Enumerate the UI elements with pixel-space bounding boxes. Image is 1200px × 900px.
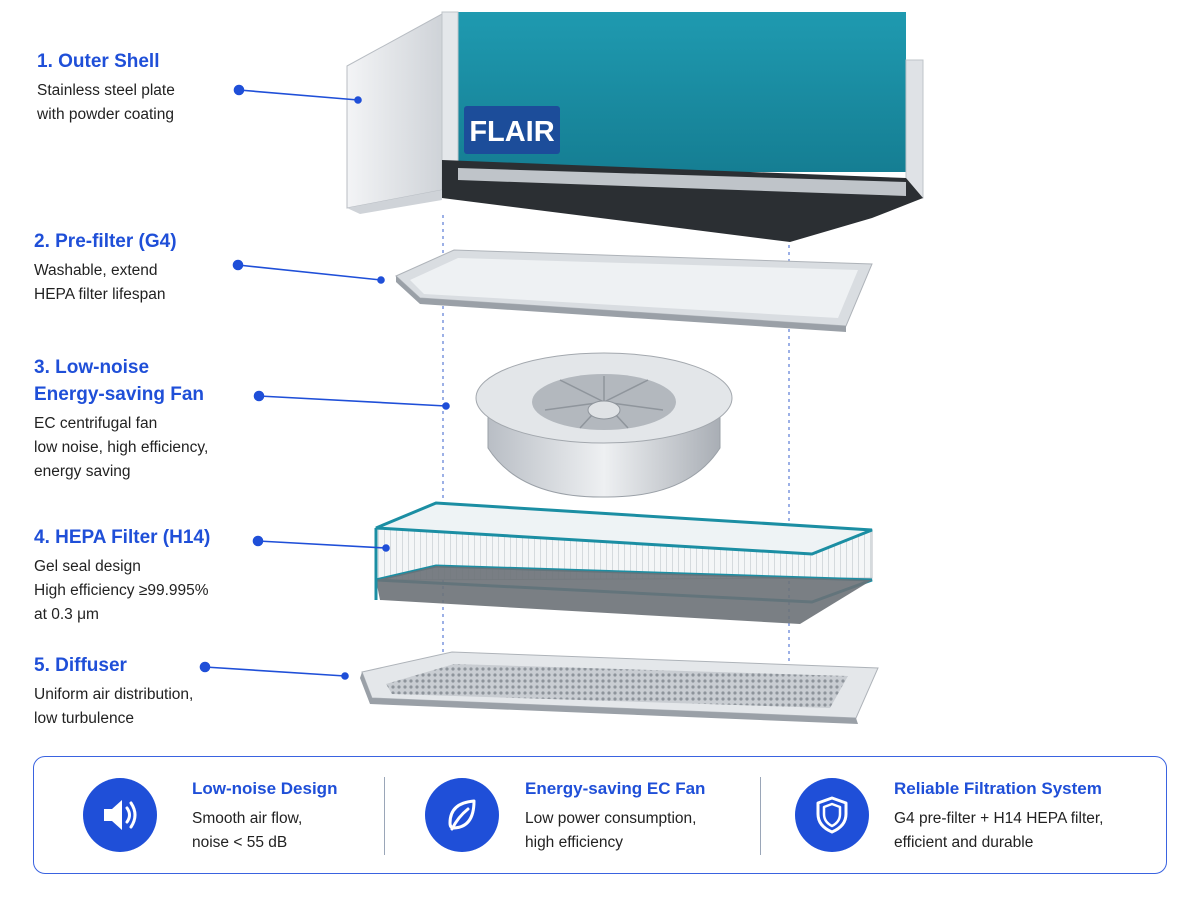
callout-outer-shell: 1. Outer Shell Stainless steel plate wit… xyxy=(37,48,297,127)
feature-energy-saving: Energy-saving EC Fan Low power consumpti… xyxy=(385,757,760,873)
hepa-filter-illustration xyxy=(374,501,873,624)
shield-icon xyxy=(795,778,869,852)
diffuser-illustration xyxy=(360,651,879,724)
speaker-icon xyxy=(83,778,157,852)
feature-divider xyxy=(760,777,761,855)
brand-logo: FLAIR xyxy=(469,116,554,148)
callout-fan: 3. Low-noise Energy-saving Fan EC centri… xyxy=(34,354,294,484)
exploded-diagram: FLAIR xyxy=(199,11,924,724)
callout-title: 2. Pre-filter (G4) xyxy=(34,231,177,252)
feature-desc: Smooth air flow, noise < 55 dB xyxy=(192,810,303,851)
callout-title: 5. Diffuser xyxy=(34,655,127,676)
feature-title: Energy-saving EC Fan xyxy=(525,779,706,798)
leaf-icon xyxy=(425,778,499,852)
callout-desc: Washable, extend HEPA filter lifespan xyxy=(34,262,166,303)
feature-desc: G4 pre-filter + H14 HEPA filter, efficie… xyxy=(894,810,1104,851)
leader-lines xyxy=(199,84,450,680)
feature-title: Low-noise Design xyxy=(192,779,338,798)
callout-diffuser: 5. Diffuser Uniform air distribution, lo… xyxy=(34,652,294,731)
outer-shell-illustration: FLAIR xyxy=(346,11,924,242)
feature-filtration: Reliable Filtration System G4 pre-filter… xyxy=(761,757,1161,873)
pre-filter-illustration xyxy=(395,249,873,332)
callout-title: 3. Low-noise Energy-saving Fan xyxy=(34,357,204,405)
features-panel: Low-noise Design Smooth air flow, noise … xyxy=(33,756,1167,874)
callout-desc: EC centrifugal fan low noise, high effic… xyxy=(34,415,209,480)
feature-low-noise: Low-noise Design Smooth air flow, noise … xyxy=(34,757,384,873)
fan-illustration xyxy=(475,352,733,498)
callout-title: 4. HEPA Filter (H14) xyxy=(34,527,211,548)
callout-pre-filter: 2. Pre-filter (G4) Washable, extend HEPA… xyxy=(34,228,294,307)
callout-hepa-filter: 4. HEPA Filter (H14) Gel seal design Hig… xyxy=(34,524,294,627)
callout-title: 1. Outer Shell xyxy=(37,51,160,72)
feature-divider xyxy=(384,777,385,855)
callout-desc: Gel seal design High efficiency ≥99.995%… xyxy=(34,558,209,623)
feature-desc: Low power consumption, high efficiency xyxy=(525,810,697,851)
callout-desc: Stainless steel plate with powder coatin… xyxy=(37,82,175,123)
callout-desc: Uniform air distribution, low turbulence xyxy=(34,686,194,727)
feature-title: Reliable Filtration System xyxy=(894,779,1102,798)
